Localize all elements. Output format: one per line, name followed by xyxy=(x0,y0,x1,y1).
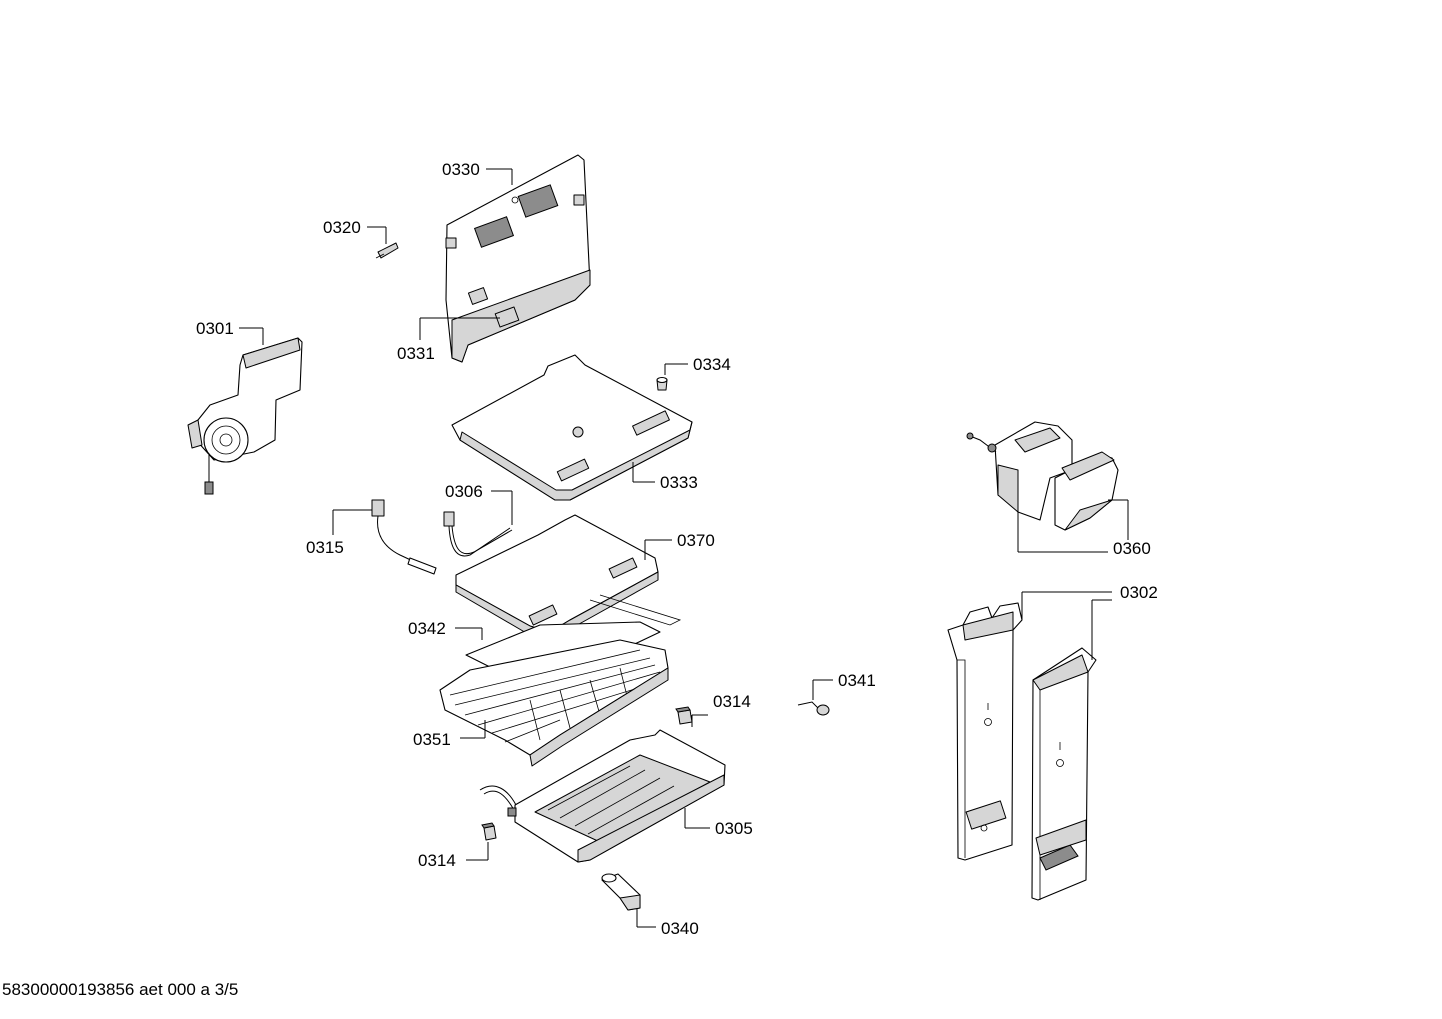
label-0342: 0342 xyxy=(408,619,446,638)
part-0306-sensor xyxy=(443,511,513,557)
label-0314-lower: 0314 xyxy=(418,851,456,870)
label-0301: 0301 xyxy=(196,319,234,338)
label-0334: 0334 xyxy=(693,355,731,374)
part-0370-evaporator-cover xyxy=(455,514,682,641)
part-0314-upper-spacer xyxy=(675,706,693,725)
drawing-id-footer: 58300000193856 aet 000 a 3/5 xyxy=(2,980,239,999)
part-0320-clip xyxy=(375,242,399,259)
part-0351-evaporator-coil xyxy=(439,639,669,767)
label-0314-upper: 0314 xyxy=(713,692,751,711)
label-0340: 0340 xyxy=(661,919,699,938)
label-0351: 0351 xyxy=(413,730,451,749)
label-0320: 0320 xyxy=(323,218,361,237)
label-0306: 0306 xyxy=(445,482,483,501)
label-0333: 0333 xyxy=(660,473,698,492)
label-0302: 0302 xyxy=(1120,583,1158,602)
part-0301-fan-housing xyxy=(187,337,303,495)
part-0305-drip-tray xyxy=(479,729,726,863)
label-0331: 0331 xyxy=(397,344,435,363)
part-0360-damper-assembly xyxy=(966,421,1119,531)
label-0370: 0370 xyxy=(677,531,715,550)
part-0340-drain-spout xyxy=(601,873,641,911)
part-0333-base-plate xyxy=(451,354,693,501)
label-0330: 0330 xyxy=(442,160,480,179)
label-0305: 0305 xyxy=(715,819,753,838)
label-0341: 0341 xyxy=(838,671,876,690)
label-0315: 0315 xyxy=(306,538,344,557)
part-0330-cover-panel xyxy=(445,154,591,363)
label-0360: 0360 xyxy=(1113,539,1151,558)
part-0314-lower-spacer xyxy=(481,822,497,841)
part-0334-cap xyxy=(656,376,668,391)
part-0341-fitting xyxy=(797,701,830,716)
part-0302-channel-panels xyxy=(947,602,1097,901)
part-0315-temperature-sensor xyxy=(371,499,437,575)
